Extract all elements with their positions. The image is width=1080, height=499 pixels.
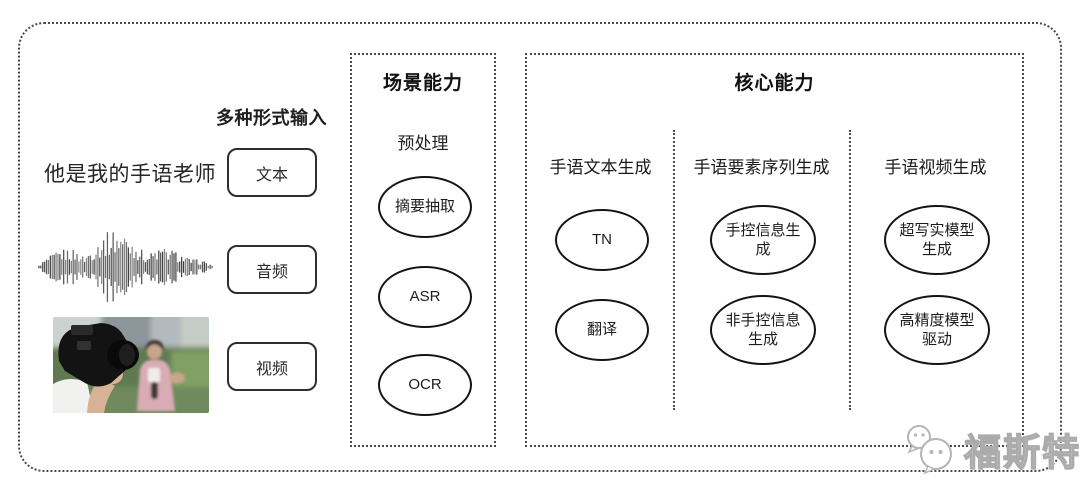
core-capability-panel: 核心能力 手语文本生成 TN 翻译 手语要素序列生成 手控信息生成 非手控信息生… xyxy=(525,53,1024,447)
node-label: OCR xyxy=(408,376,442,394)
chat-bubbles-icon xyxy=(907,425,952,475)
column-divider xyxy=(673,130,675,410)
column-header: 手语文本生成 xyxy=(549,158,652,177)
column-sign-element-sequence-generation: 手语要素序列生成 手控信息生成 非手控信息生成 xyxy=(674,55,849,445)
input-type-audio-box: 音频 xyxy=(227,245,317,294)
input-type-text-label: 文本 xyxy=(255,166,288,184)
input-type-video-box: 视频 xyxy=(227,342,317,391)
node-translation: 翻译 xyxy=(555,299,649,361)
watermark: 福斯特 xyxy=(900,422,1080,476)
sample-sentence-text: 他是我的手语老师 xyxy=(44,163,216,186)
input-type-audio-label: 音频 xyxy=(255,263,288,281)
scene-capability-panel: 场景能力 预处理 摘要抽取 ASR OCR xyxy=(350,53,496,447)
node-label: 高精度模型驱动 xyxy=(899,311,975,349)
node-label: 摘要抽取 xyxy=(394,198,455,216)
audio-waveform-icon xyxy=(38,232,213,302)
core-panel-title: 核心能力 xyxy=(734,73,815,94)
reporter-filming-photo xyxy=(53,317,209,413)
node-summary-extraction: 摘要抽取 xyxy=(378,176,472,238)
input-type-text-box: 文本 xyxy=(227,148,317,197)
node-label: ASR xyxy=(409,288,441,306)
node-label: 手控信息生成 xyxy=(725,221,801,259)
node-hyperrealistic-model-generation: 超写实模型生成 xyxy=(884,205,990,275)
preprocess-stage-label: 预处理 xyxy=(397,134,449,153)
node-manual-info-generation: 手控信息生成 xyxy=(710,205,816,275)
node-label: TN xyxy=(592,231,612,249)
node-high-precision-model-driving: 高精度模型驱动 xyxy=(884,295,990,365)
node-non-manual-info-generation: 非手控信息生成 xyxy=(710,295,816,365)
node-label: 非手控信息生成 xyxy=(725,311,801,349)
column-divider xyxy=(849,130,851,410)
scene-panel-title: 场景能力 xyxy=(382,73,463,94)
outer-dotted-border xyxy=(18,22,1062,472)
watermark-text: 福斯特 xyxy=(963,431,1080,473)
column-sign-video-generation: 手语视频生成 超写实模型生成 高精度模型驱动 xyxy=(849,55,1022,445)
node-asr: ASR xyxy=(378,266,472,328)
input-heading: 多种形式输入 xyxy=(216,108,327,128)
node-label: 超写实模型生成 xyxy=(899,221,975,259)
input-type-video-label: 视频 xyxy=(255,360,288,378)
column-header: 手语要素序列生成 xyxy=(693,158,830,177)
column-header: 手语视频生成 xyxy=(884,158,987,177)
column-sign-text-generation: 手语文本生成 TN 翻译 xyxy=(527,55,674,445)
node-ocr: OCR xyxy=(378,354,472,416)
node-tn: TN xyxy=(555,209,649,271)
node-label: 翻译 xyxy=(586,321,617,339)
